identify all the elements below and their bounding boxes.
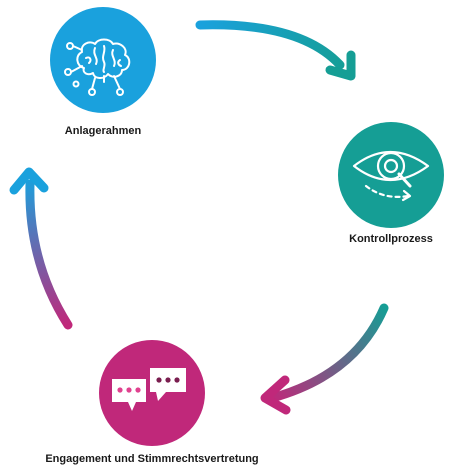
arrow-anlagerahmen-to-kontrollprozess: [195, 20, 356, 81]
chat-bubbles-icon: [112, 368, 186, 411]
node-engagement: [99, 340, 205, 446]
arrow-kontrollprozess-to-engagement: [260, 303, 389, 415]
node-label-kontrollprozess: Kontrollprozess: [349, 233, 433, 245]
node-circle: [99, 340, 205, 446]
node-label-anlagerahmen: Anlagerahmen: [64, 125, 142, 137]
node-circle: [338, 122, 444, 228]
node-kontrollprozess: [338, 122, 444, 228]
arrow-engagement-to-anlagerahmen: [9, 167, 73, 330]
node-anlagerahmen: [50, 7, 156, 113]
arrowhead: [260, 375, 291, 415]
brain-icon: [64, 38, 131, 96]
arrowhead: [325, 50, 356, 81]
arrowhead: [9, 167, 49, 195]
eye-icon: [352, 150, 430, 202]
node-label-engagement: Engagement und Stimmrechtsvertretung: [45, 453, 259, 465]
